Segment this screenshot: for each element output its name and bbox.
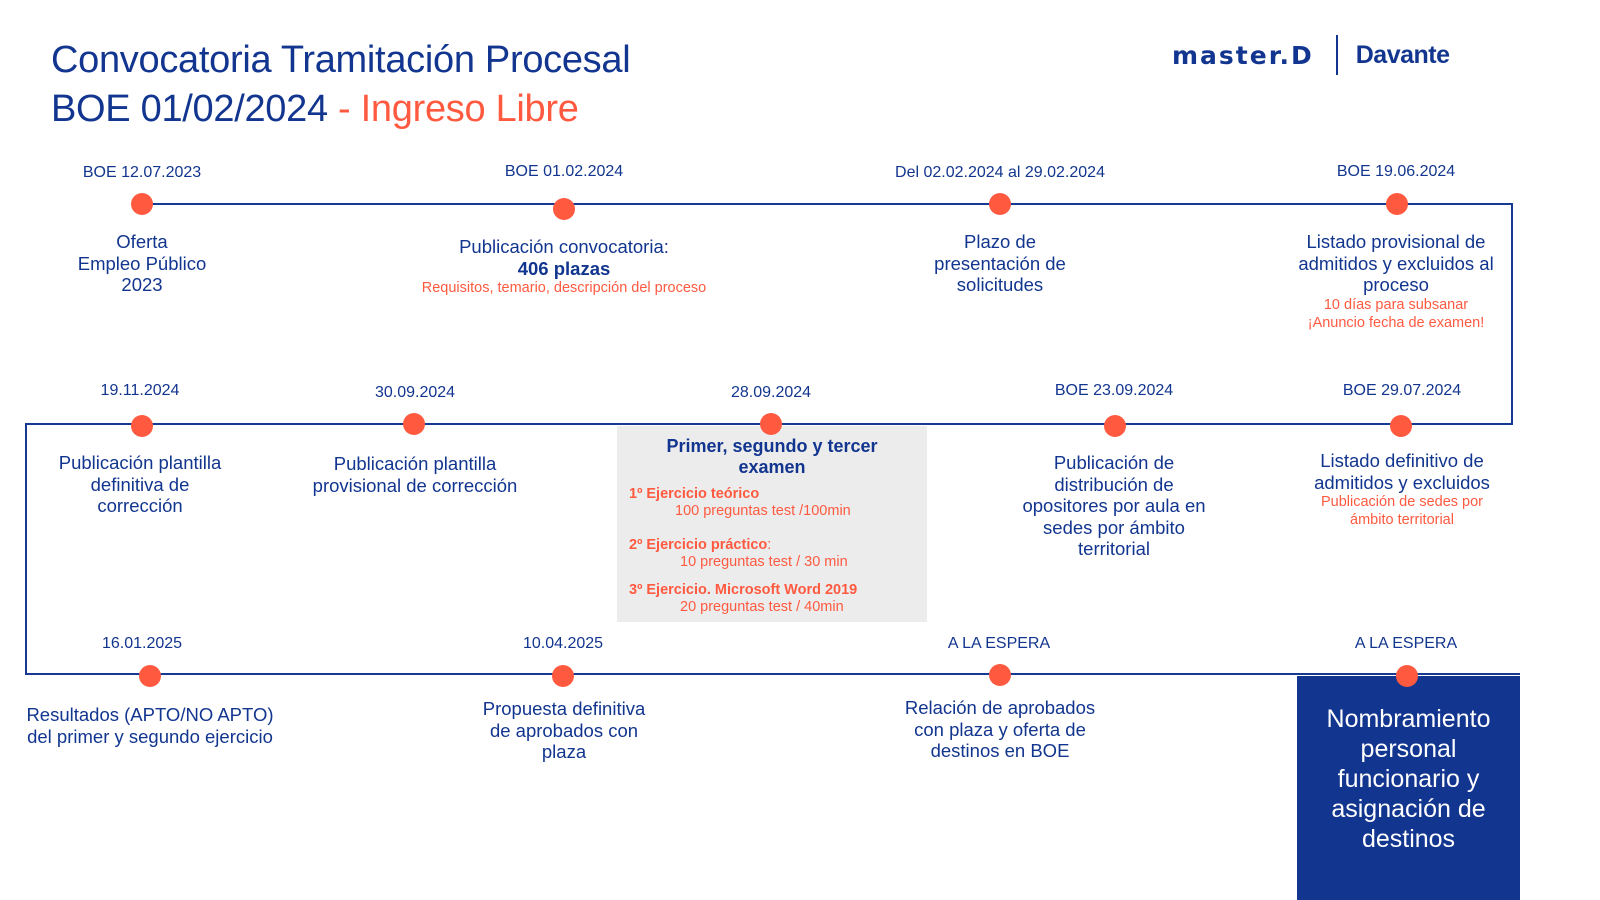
logo-divider	[1335, 35, 1338, 75]
exam-details-box: Primer, segundo y tercer examen 1º Ejerc…	[617, 426, 927, 622]
milestone-date: 16.01.2025	[101, 635, 183, 652]
timeline-left-connector	[25, 423, 27, 675]
masterd-logo: master.D	[1172, 40, 1314, 70]
title-line-1: Convocatoria Tramitación Procesal	[51, 39, 631, 81]
milestone-publicacion-convocatoria: Publicación convocatoria: 406 plazas Req…	[414, 236, 714, 297]
milestone-dot	[1390, 415, 1412, 437]
milestone-relacion-aprobados: Relación de aprobados con plaza y oferta…	[904, 697, 1096, 761]
milestone-oferta-empleo: Oferta Empleo Público 2023	[77, 231, 207, 295]
timeline-row1-line	[142, 203, 1513, 205]
milestone-resultados: Resultados (APTO/NO APTO) del primer y s…	[26, 704, 274, 747]
milestone-dot	[131, 415, 153, 437]
milestone-date: BOE 29.07.2024	[1342, 382, 1462, 399]
exercise-1: 1º Ejercicio teórico 100 preguntas test …	[629, 486, 851, 519]
timeline-row3-line	[25, 673, 1520, 675]
milestone-date: BOE 23.09.2024	[1054, 382, 1174, 399]
exam-title: Primer, segundo y tercer examen	[666, 436, 878, 477]
milestone-listado-definitivo: Listado definitivo de admitidos y exclui…	[1314, 450, 1490, 528]
milestone-date: 28.09.2024	[730, 384, 812, 401]
milestone-dot	[552, 665, 574, 687]
title-ingreso-libre: - Ingreso Libre	[327, 88, 579, 130]
milestone-listado-provisional: Listado provisional de admitidos y exclu…	[1298, 231, 1494, 331]
title-boe-date: BOE 01/02/2024	[51, 88, 328, 130]
milestone-date: BOE 12.07.2023	[82, 164, 202, 181]
exercise-3: 3º Ejercicio. Microsoft Word 2019 20 pre…	[629, 582, 858, 615]
milestone-plantilla-provisional: Publicación plantilla provisional de cor…	[312, 453, 518, 496]
milestone-date: 10.04.2025	[522, 635, 604, 652]
milestone-date: Del 02.02.2024 al 29.02.2024	[895, 164, 1105, 181]
milestone-distribucion-opositores: Publicación de distribución de opositore…	[1022, 452, 1206, 559]
page-title: Convocatoria Tramitación Procesal BOE 01…	[51, 36, 631, 134]
plazas-count: 406 plazas	[517, 257, 611, 279]
brand-logos: master.D Davante	[1172, 34, 1450, 76]
milestone-date: 30.09.2024	[374, 384, 456, 401]
milestone-plazo-solicitudes: Plazo de presentación de solicitudes	[934, 231, 1066, 295]
exercise-2: 2º Ejercicio práctico: 10 preguntas test…	[629, 537, 848, 570]
milestone-dot	[1104, 415, 1126, 437]
milestone-date: BOE 01.02.2024	[504, 163, 624, 180]
milestone-plantilla-definitiva: Publicación plantilla definitiva de corr…	[58, 452, 222, 516]
milestone-dot	[403, 413, 425, 435]
milestone-status: A LA ESPERA	[1354, 635, 1458, 652]
timeline-right-connector	[1511, 203, 1513, 425]
milestone-dot	[989, 193, 1011, 215]
milestone-date: BOE 19.06.2024	[1336, 163, 1456, 180]
milestone-dot	[1386, 193, 1408, 215]
title-line-2: BOE 01/02/2024 - Ingreso Libre	[51, 85, 630, 134]
milestone-dot	[131, 193, 153, 215]
milestone-dot	[760, 413, 782, 435]
final-milestone-box: Nombramiento personal funcionario y asig…	[1297, 676, 1520, 900]
milestone-date: 19.11.2024	[100, 382, 180, 399]
milestone-dot	[989, 664, 1011, 686]
milestone-dot	[553, 198, 575, 220]
davante-logo: Davante	[1355, 40, 1450, 69]
milestone-propuesta-definitiva: Propuesta definitiva de aprobados con pl…	[482, 698, 646, 762]
milestone-status: A LA ESPERA	[947, 635, 1051, 652]
milestone-dot	[1396, 665, 1418, 687]
milestone-dot	[139, 665, 161, 687]
